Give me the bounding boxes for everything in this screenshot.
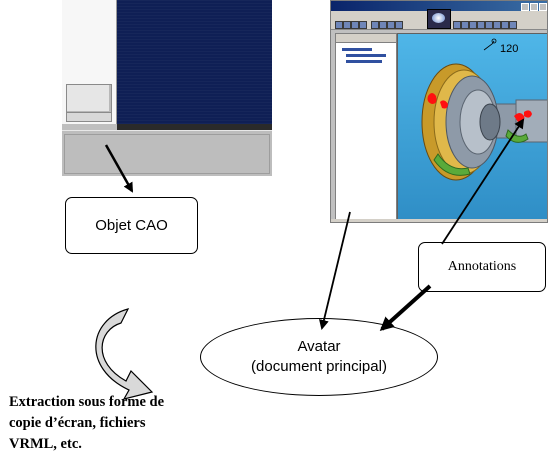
app-titlebar <box>331 1 547 11</box>
app-statusbar <box>331 219 547 222</box>
annotation-number: 120 <box>500 43 518 55</box>
cad-object-box <box>65 197 198 254</box>
cad-screenshot <box>62 0 272 176</box>
minimize-icon <box>521 3 529 11</box>
avatar-title: Avatar <box>297 338 341 355</box>
cad-scroll-control <box>66 84 112 114</box>
cad-status-panel <box>62 130 272 176</box>
annotations-box <box>418 242 546 292</box>
extraction-line-2: copie d’écran, fichiers <box>9 415 146 431</box>
extraction-line-3: VRML, etc. <box>9 436 82 452</box>
maximize-icon <box>530 3 538 11</box>
cad-side-panel <box>62 0 117 124</box>
avatar-subtitle: (document principal) <box>251 358 387 375</box>
avatar-label: Avatar (document principal) <box>200 318 438 396</box>
mechanical-part-render: 120 <box>421 38 547 181</box>
cad-viewport <box>117 0 272 124</box>
app-tree-panel <box>335 33 397 221</box>
app-logo <box>427 9 451 29</box>
close-icon <box>539 3 547 11</box>
cad-scroll-track <box>66 112 112 122</box>
annotation-app-screenshot: 120 <box>330 0 548 223</box>
cad-object-label: Objet CAO <box>95 217 168 234</box>
arrow-icon <box>379 284 432 332</box>
avatar-ellipse <box>200 318 438 396</box>
arrow-icon <box>441 118 525 245</box>
arrow-icon <box>104 144 134 193</box>
cad-divider <box>62 124 272 130</box>
annotations-label: Annotations <box>447 259 517 274</box>
curved-down-right-arrow-icon <box>95 308 154 400</box>
arrow-icon <box>319 211 351 330</box>
